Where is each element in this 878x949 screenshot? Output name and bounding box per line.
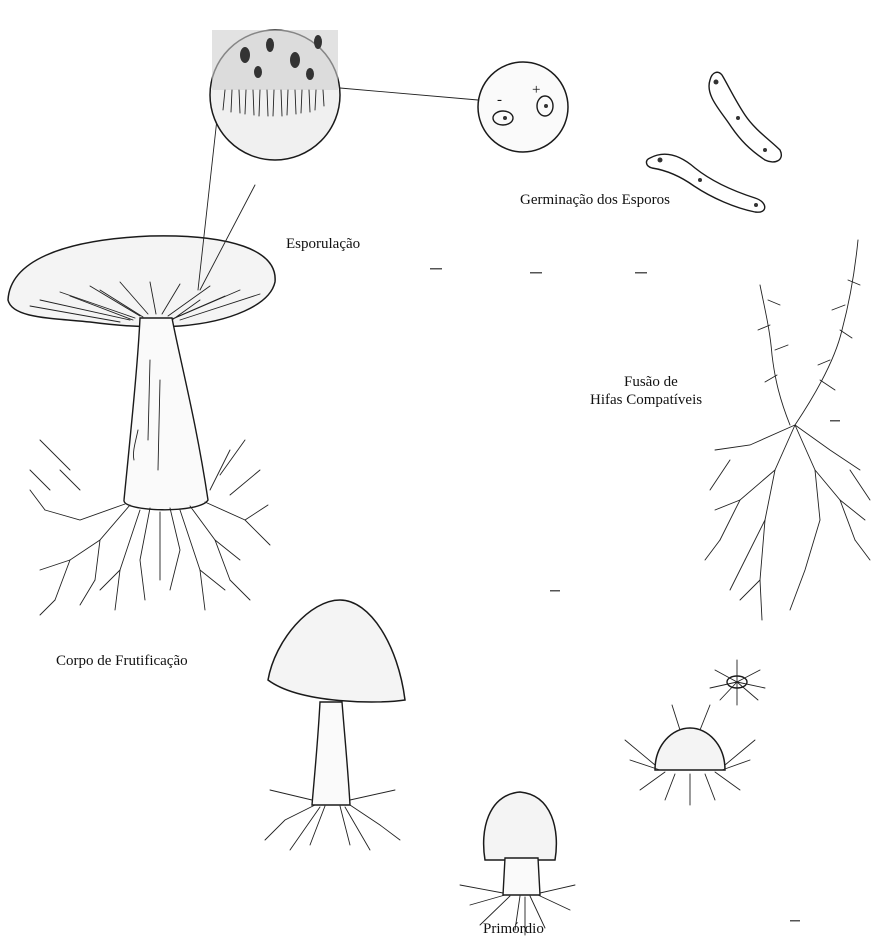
hyphae-fusion-label-line2: Hifas Compatíveis bbox=[590, 391, 702, 409]
spore-plus-sign: + bbox=[532, 82, 540, 98]
spore-minus-sign: - bbox=[497, 92, 502, 108]
hyphae-fusion-label-line1: Fusão de bbox=[624, 373, 678, 391]
primordium-illustration bbox=[460, 792, 575, 935]
primordium-label: Primórdio bbox=[483, 920, 544, 938]
fruiting-body-label: Corpo de Frutificação bbox=[56, 652, 188, 670]
button-stage-illustration bbox=[625, 705, 755, 805]
spore-germination-label: Germinação dos Esporos bbox=[520, 191, 670, 209]
fruiting-body-illustration bbox=[8, 236, 275, 615]
spores-view bbox=[478, 62, 568, 152]
young-mushroom-illustration bbox=[265, 600, 405, 850]
hyphal-knot-illustration bbox=[710, 660, 765, 705]
hyphae-fusion-illustration bbox=[705, 240, 870, 620]
sporulation-label: Esporulação bbox=[286, 235, 360, 253]
